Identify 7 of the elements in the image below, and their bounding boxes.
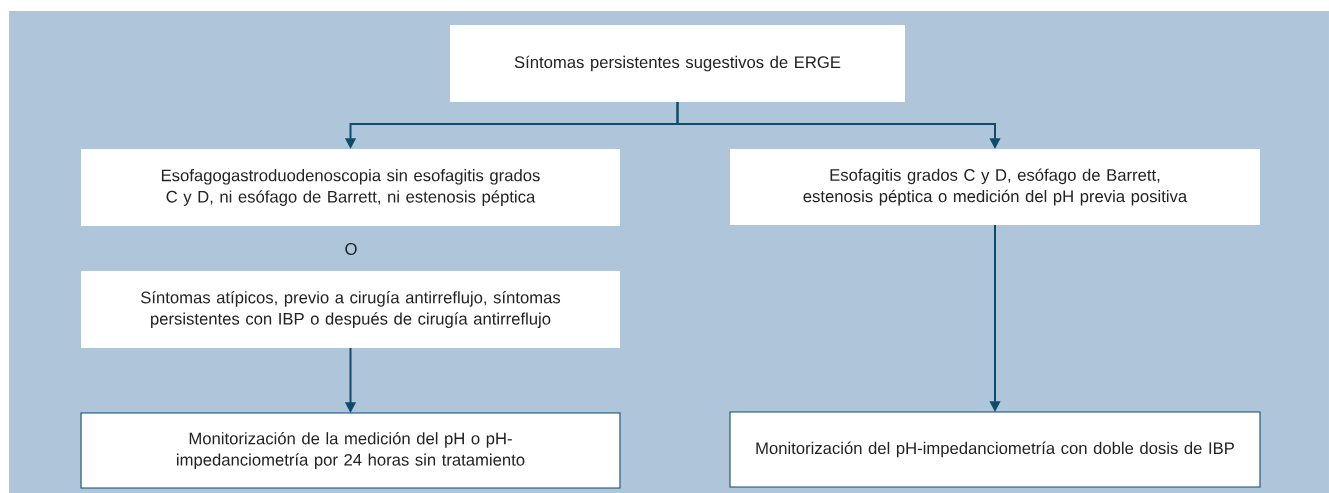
result-box: Monitorización de la medición del pH o pH-impedanciometría por 24 horas sin tratamiento bbox=[80, 412, 621, 489]
process-box: Síntomas atípicos, previo a cirugía antirreflujo, síntomas persistentes con IBP o después de cirugía antirreflujo bbox=[81, 270, 620, 349]
result-box: Monitorización del pH-impedanciometría con doble dosis de IBP bbox=[729, 411, 1261, 488]
process-box: Esofagitis grados C y D, esófago de Barrett, estenosis péptica o medición del pH previa positiva bbox=[730, 149, 1260, 225]
process-box: Síntomas persistentes sugestivos de ERGE bbox=[450, 24, 905, 103]
connector-word: O bbox=[345, 243, 357, 255]
process-box: Esofagogastroduodenoscopia sin esofagitis grados C y D, ni esófago de Barrett, ni estenosis péptica bbox=[81, 148, 620, 227]
